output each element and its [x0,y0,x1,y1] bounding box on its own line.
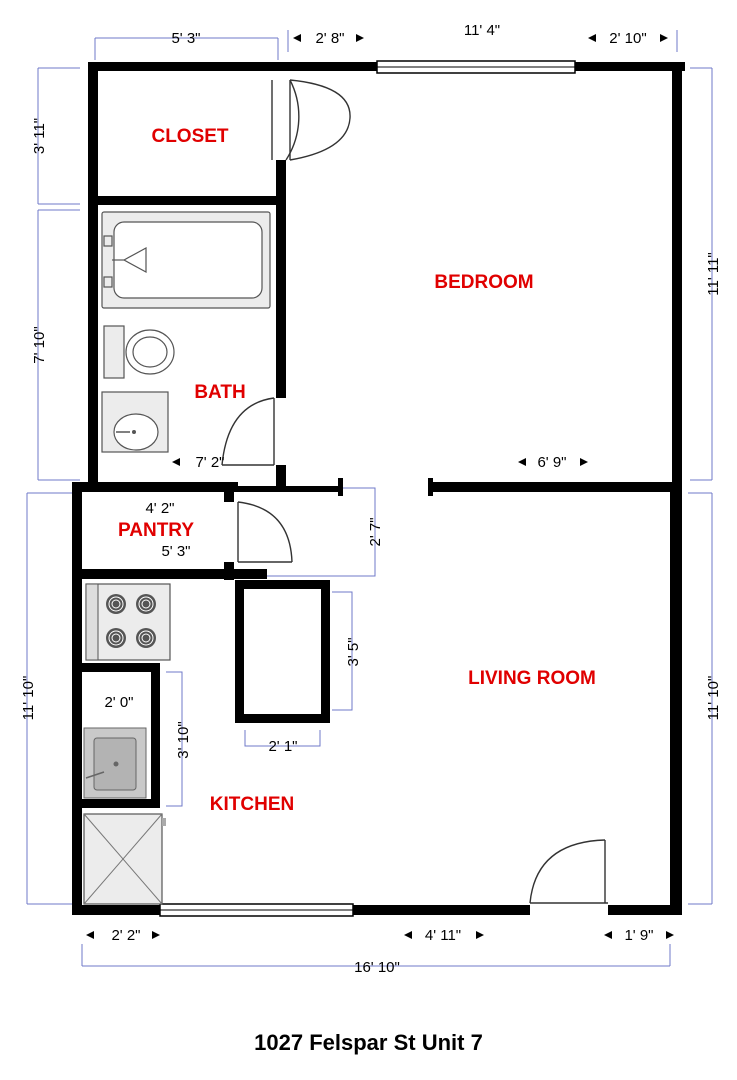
dim-pantry-lower: 5' 3" [161,543,190,560]
arrow-left-icon [293,34,301,42]
room-label-kitchen: KITCHEN [210,794,294,815]
dim-counter-length: 3' 10" [175,721,192,758]
kitchen-sink [83,727,147,799]
arrow-right-icon [580,458,588,466]
door-closet [271,79,351,161]
door-bath [221,397,275,466]
dim-pantry-depth: 2' 7" [367,517,384,546]
arrow-left-icon [86,931,94,939]
room-label-bedroom: BEDROOM [434,272,533,293]
dimension-lines [26,30,713,967]
dim-bath-height: 7' 10" [31,326,48,363]
room-label-bath: BATH [194,382,245,403]
arrow-left-icon [172,458,180,466]
room-label-pantry: PANTRY [118,520,194,541]
dim-bath-width: 7' 2" [195,454,224,471]
dim-bedroom-height: 11' 11" [705,252,722,296]
dim-counter-width: 2' 0" [104,694,133,711]
address-caption: 1027 Felspar St Unit 7 [254,1030,483,1055]
room-labels: CLOSET BEDROOM BATH PANTRY LIVING ROOM K… [118,126,596,815]
arrow-right-icon [356,34,364,42]
refrigerator [83,813,166,905]
door-pantry [237,501,293,563]
bathtub [101,211,271,309]
room-label-living-room: LIVING ROOM [468,668,596,689]
door-entry [529,839,608,904]
dim-closet-height: 3' 11" [31,118,48,154]
dim-top-overall: 11' 4" [464,22,500,39]
dimension-texts: 5' 3" 2' 8" 11' 4" 2' 10" 3' 11" 7' 10" … [20,22,722,976]
dim-pantry-upper: 4' 2" [145,500,174,517]
dim-bottom-left: 2' 2" [111,927,140,944]
dim-island-height: 3' 5" [345,637,362,666]
dim-top-left-width: 5' 3" [171,30,200,47]
arrow-right-icon [152,931,160,939]
dim-bottom-overall: 16' 10" [354,959,400,976]
dim-living-left-height: 11' 10" [20,676,37,721]
floor-plan: CLOSET BEDROOM BATH PANTRY LIVING ROOM K… [20,22,722,976]
dim-island-width: 2' 1" [268,738,297,755]
dim-bedroom-bottom: 6' 9" [537,454,566,471]
window-bedroom [376,60,576,74]
room-label-closet: CLOSET [151,126,228,147]
window-kitchen [159,903,354,917]
dim-top-right-offset: 2' 10" [609,30,646,47]
arrow-right-icon [666,931,674,939]
dim-bottom-right: 1' 9" [624,927,653,944]
bath-sink [101,391,169,453]
dim-bottom-mid: 4' 11" [425,927,461,944]
arrow-left-icon [518,458,526,466]
arrow-left-icon [604,931,612,939]
walls [72,62,685,915]
arrow-right-icon [660,34,668,42]
dim-living-right-height: 11' 10" [705,676,722,721]
arrow-left-icon [588,34,596,42]
arrow-right-icon [476,931,484,939]
toilet [103,325,175,379]
stove [85,583,171,661]
dim-top-door-offset: 2' 8" [315,30,344,47]
arrow-left-icon [404,931,412,939]
